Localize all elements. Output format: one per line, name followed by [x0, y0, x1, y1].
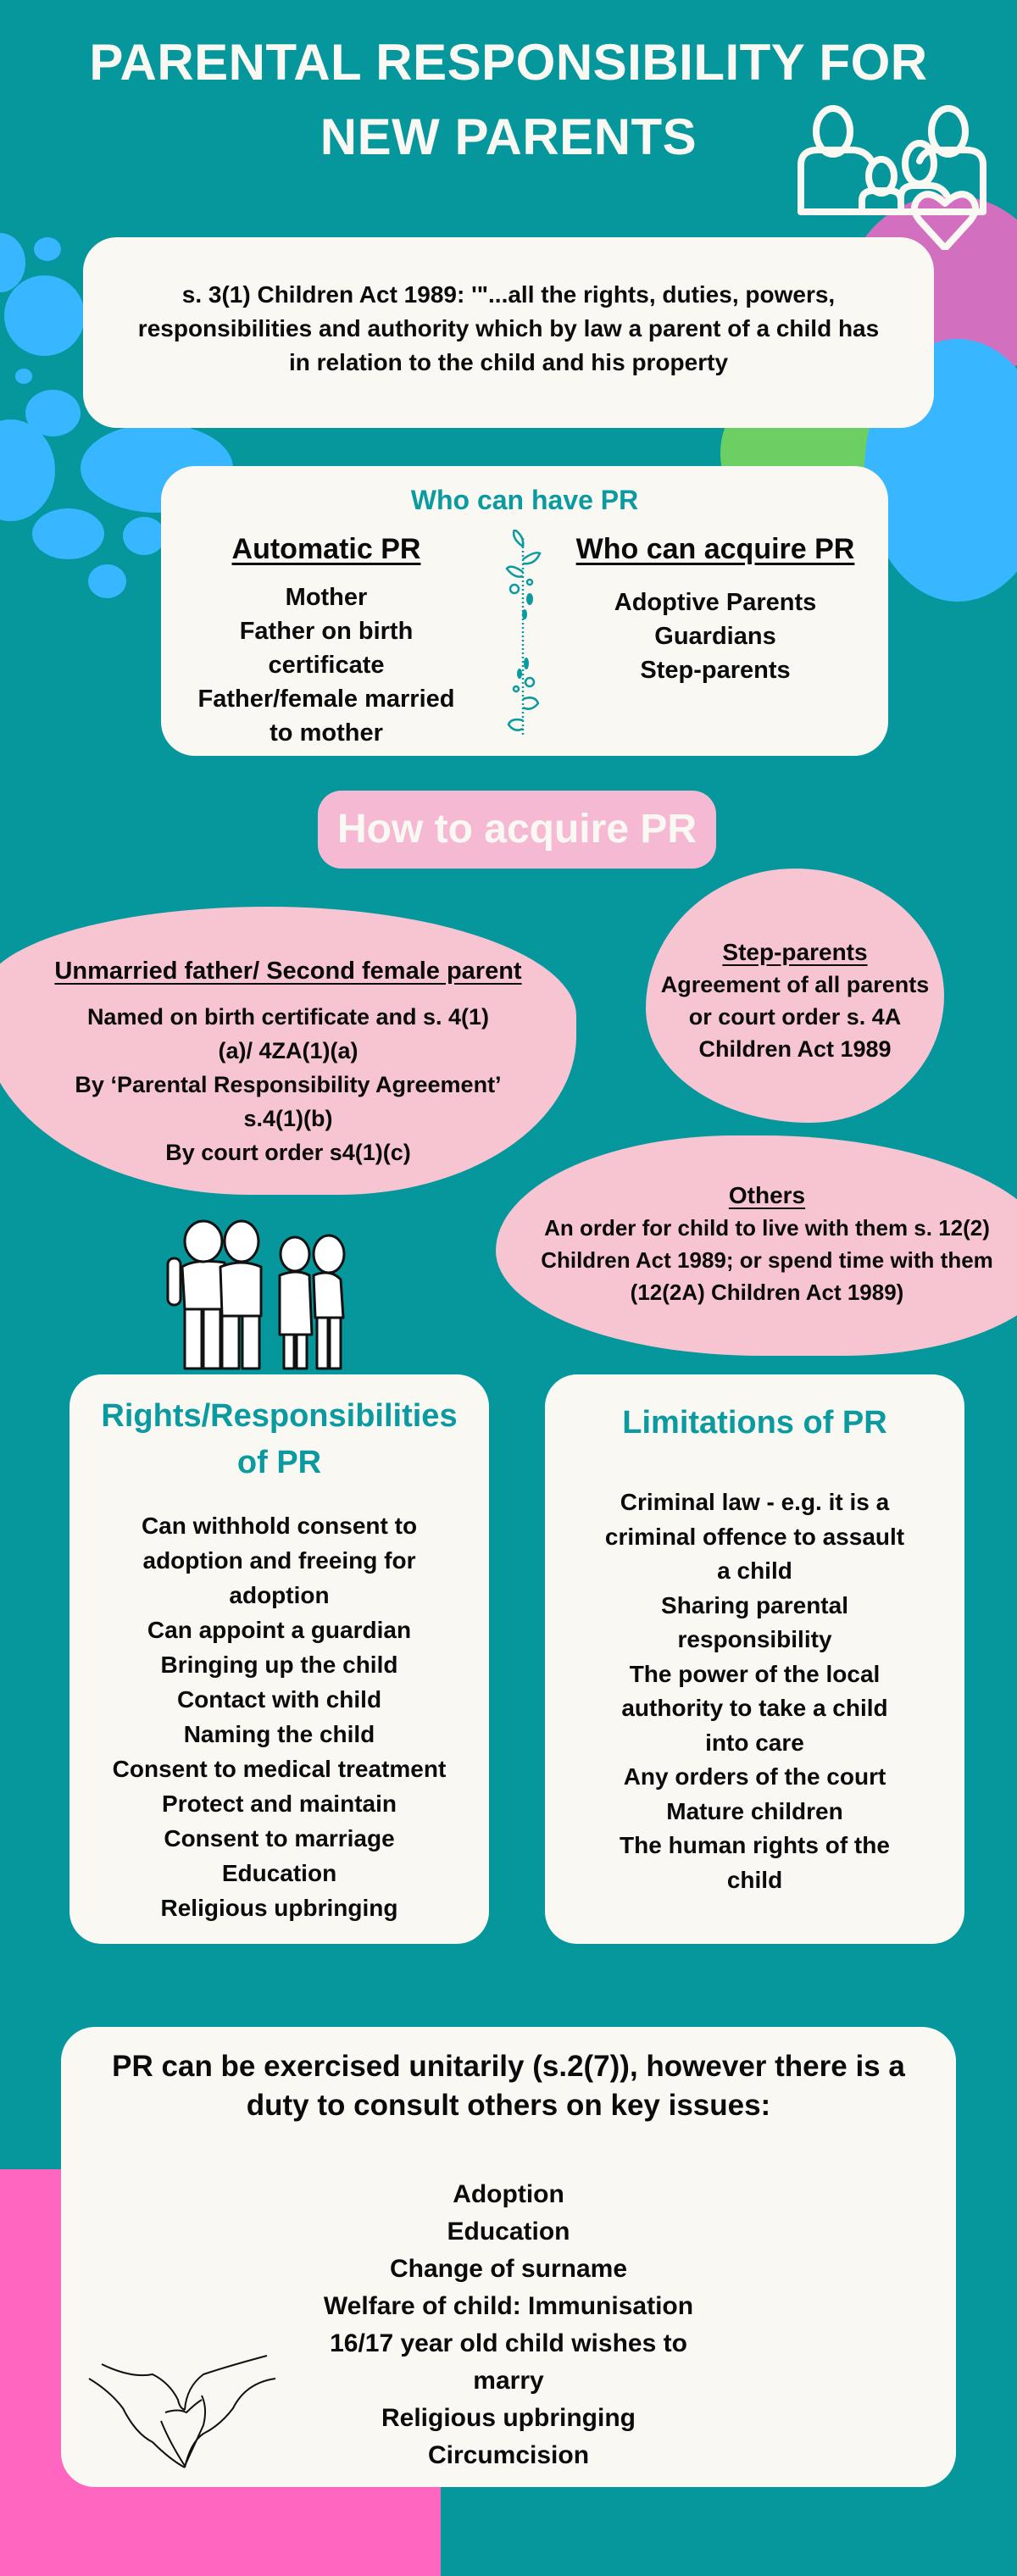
list-item: Religious upbringing — [381, 2404, 636, 2432]
rights-heading: Rights/Responsibilities of PR — [101, 1398, 458, 1480]
list-item: Mother — [285, 584, 368, 611]
list-item: authority to take a child — [621, 1695, 888, 1721]
step-parents-blob: Step-parents Agreement of all parents or… — [646, 869, 944, 1123]
list-item: Circumcision — [427, 2441, 590, 2469]
blue-bubble — [32, 508, 104, 559]
acquire-pr-list: Adoptive Parents Guardians Step-parents — [542, 586, 888, 687]
blue-bubble — [88, 564, 126, 598]
how-to-acquire-heading: How to acquire PR — [318, 791, 716, 869]
list-item: Father on birth — [239, 618, 414, 645]
list-item: Adoptive Parents — [614, 589, 817, 616]
list-item: into care — [705, 1729, 804, 1756]
automatic-pr-column: Automatic PR Mother Father on birth cert… — [161, 530, 492, 750]
blue-bubble — [4, 275, 85, 356]
unmarried-father-list: Named on birth certificate and s. 4(1) (… — [75, 1004, 502, 1165]
list-item: responsibility — [677, 1626, 832, 1652]
automatic-pr-list: Mother Father on birth certificate Fathe… — [161, 580, 492, 750]
list-item: certificate — [268, 652, 385, 679]
list-item: Father/female married — [197, 686, 455, 713]
list-item: to mother — [270, 719, 383, 747]
list-item: 16/17 year old child wishes to — [330, 2329, 687, 2357]
others-blob: Others An order for child to live with t… — [496, 1135, 1017, 1356]
list-item: Step-parents — [640, 657, 791, 684]
who-can-have-pr-card: Who can have PR Automatic PR Mother Fath… — [161, 466, 888, 756]
page-title: PARENTAL RESPONSIBILITY FOR NEW PARENTS — [89, 34, 928, 165]
list-item: Education — [221, 1860, 337, 1886]
definition-text: s. 3(1) Children Act 1989: '"...all the … — [137, 281, 880, 375]
rights-list: Can withhold consent to adoption and fre… — [69, 1508, 489, 1925]
list-item: criminal offence to assault — [604, 1523, 905, 1550]
consult-list: Adoption Education Change of surname Wel… — [61, 2176, 956, 2474]
list-item: Consent to marriage — [164, 1825, 395, 1852]
blue-bubble — [15, 369, 32, 384]
list-item: Can appoint a guardian — [147, 1617, 412, 1643]
others-list: An order for child to live with them s. … — [541, 1215, 993, 1305]
list-item: Religious upbringing — [160, 1895, 398, 1921]
list-item: child — [726, 1866, 783, 1893]
list-item: Naming the child — [183, 1721, 375, 1747]
list-item: The human rights of the — [620, 1832, 890, 1858]
list-item: Guardians — [654, 623, 776, 650]
duty-to-consult-card: PR can be exercised unitarily (s.2(7)), … — [61, 2027, 956, 2487]
family-heart-icon — [797, 105, 986, 250]
list-item: a child — [717, 1557, 792, 1584]
list-item: Any orders of the court — [623, 1763, 886, 1790]
list-item: Sharing parental — [661, 1591, 848, 1618]
acquire-pr-heading: Who can acquire PR — [575, 533, 855, 565]
consult-intro: PR can be exercised unitarily (s.2(7)), … — [112, 2050, 905, 2122]
list-item: Change of surname — [389, 2255, 628, 2283]
list-item: Bringing up the child — [160, 1652, 398, 1678]
list-item: adoption — [229, 1582, 330, 1608]
list-item: The power of the local — [629, 1660, 881, 1687]
list-item: Consent to medical treatment — [112, 1756, 447, 1782]
definition-card: s. 3(1) Children Act 1989: '"...all the … — [83, 237, 934, 428]
list-item: Education — [447, 2218, 570, 2246]
list-item: marry — [473, 2367, 544, 2395]
blue-bubble — [123, 517, 165, 555]
limitations-list: Criminal law - e.g. it is a criminal off… — [545, 1485, 964, 1897]
acquire-pr-column: Who can acquire PR Adoptive Parents Guar… — [542, 530, 888, 687]
heart-hands-icon — [88, 2355, 276, 2468]
list-item: Criminal law - e.g. it is a — [620, 1489, 890, 1515]
list-item: Protect and maintain — [162, 1790, 397, 1817]
step-parents-list: Agreement of all parents or court order … — [660, 972, 930, 1062]
unmarried-father-blob: Unmarried father/ Second female parent N… — [0, 907, 576, 1195]
others-heading: Others — [728, 1182, 806, 1208]
limitations-heading: Limitations of PR — [622, 1405, 887, 1441]
unmarried-father-heading: Unmarried father/ Second female parent — [54, 958, 522, 985]
list-item: Welfare of child: Immunisation — [323, 2292, 694, 2320]
list-item: adoption and freeing for — [142, 1547, 416, 1574]
list-item: Can withhold consent to — [141, 1513, 418, 1539]
blue-bubble — [34, 237, 61, 261]
group-of-people-icon — [166, 1219, 346, 1370]
step-parents-heading: Step-parents — [722, 939, 868, 965]
list-item: Mature children — [666, 1797, 843, 1824]
rights-responsibilities-card: Rights/Responsibilities of PR Can withho… — [69, 1374, 489, 1944]
list-item: Adoption — [453, 2180, 564, 2208]
automatic-pr-heading: Automatic PR — [231, 533, 421, 565]
limitations-card: Limitations of PR Criminal law - e.g. it… — [545, 1374, 964, 1944]
who-can-have-heading: Who can have PR — [410, 485, 639, 515]
list-item: Contact with child — [176, 1686, 382, 1713]
floral-vine-icon — [505, 530, 542, 737]
